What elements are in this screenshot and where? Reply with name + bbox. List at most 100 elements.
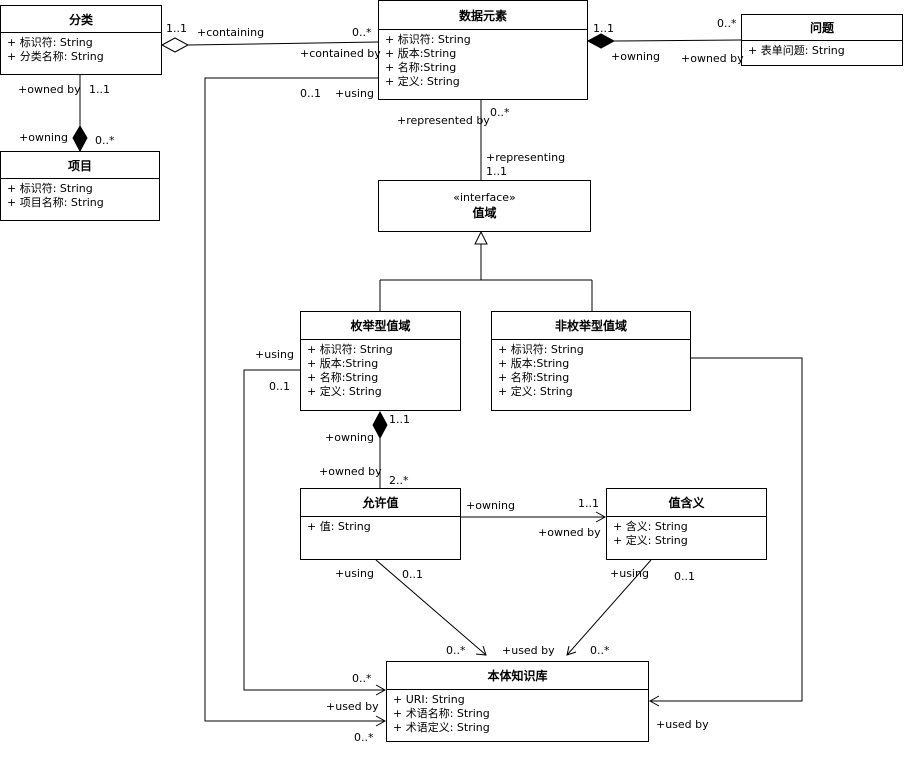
class-enum-domain[interactable]: 枚举型值域 + 标识符: String + 版本:String + 名称:Str… [300, 311, 461, 411]
class-value-meaning-attributes: + 含义: String + 定义: String [607, 517, 766, 551]
multiplicity-label: 0..1 [269, 380, 290, 393]
multiplicity-label: 1..1 [486, 165, 507, 178]
arrowhead-ontology-nonenum [648, 695, 660, 707]
multiplicity-label: 0..* [590, 644, 610, 657]
class-category[interactable]: 分类 + 标识符: String + 分类名称: String [0, 5, 162, 75]
attribute: + 标识符: String [307, 343, 393, 356]
attribute: + 标识符: String [7, 36, 93, 49]
role-label: +representing [486, 151, 566, 164]
class-category-name: 分类 [1, 6, 161, 33]
class-nonenum-domain[interactable]: 非枚举型值域 + 标识符: String + 版本:String + 名称:St… [491, 311, 691, 411]
class-question-attributes: + 表单问题: String [742, 41, 902, 61]
composition-diamond-data-element [586, 33, 616, 49]
attribute: + 定义: String [307, 385, 382, 398]
role-label: +using [335, 87, 374, 100]
attribute: + 定义: String [498, 385, 573, 398]
class-data-element[interactable]: 数据元素 + 标识符: String + 版本:String + 名称:Stri… [378, 0, 588, 100]
attribute: + 表单问题: String [748, 44, 845, 57]
multiplicity-label: 1..1 [389, 413, 410, 426]
arrowhead-ontology-enum [375, 684, 387, 696]
generalization-tree [379, 244, 593, 311]
role-label: +represented by [397, 114, 490, 127]
multiplicity-label: 0..* [352, 26, 372, 39]
class-item-name: 项目 [1, 152, 159, 179]
attribute: + 名称:String [498, 371, 570, 384]
multiplicity-label: 2..* [389, 474, 409, 487]
role-label: +containing [197, 26, 265, 39]
composition-diamond-enum [372, 410, 388, 440]
class-permissible-value-name: 允许值 [301, 489, 460, 517]
assoc-nonenum-ontology [651, 357, 803, 702]
multiplicity-label: 0..* [446, 644, 466, 657]
assoc-category-data-element [187, 41, 379, 46]
class-ontology[interactable]: 本体知识库 + URI: String + 术语名称: String + 术语定… [386, 661, 649, 742]
stereotype: «interface» [453, 191, 516, 204]
class-enum-domain-attributes: + 标识符: String + 版本:String + 名称:String + … [301, 340, 460, 402]
attribute: + 版本:String [307, 357, 379, 370]
role-label: +owning [611, 50, 660, 63]
class-ontology-attributes: + URI: String + 术语名称: String + 术语定义: Str… [387, 690, 648, 738]
class-nonenum-domain-name: 非枚举型值域 [492, 312, 690, 340]
class-value-meaning-name: 值含义 [607, 489, 766, 517]
role-label: +used by [326, 700, 379, 713]
role-label: +owned by [18, 83, 81, 96]
attribute: + 项目名称: String [7, 196, 104, 209]
attribute: + 标识符: String [385, 33, 471, 46]
class-value-domain[interactable]: «interface» 值域 [378, 180, 591, 232]
attribute: + 定义: String [385, 75, 460, 88]
class-permissible-value[interactable]: 允许值 + 值: String [300, 488, 461, 560]
role-label: +used by [502, 644, 555, 657]
class-question-name: 问题 [742, 15, 902, 41]
attribute: + 值: String [307, 520, 371, 533]
assoc-enum-ontology [243, 369, 384, 691]
assoc-meaning-ontology [566, 559, 652, 656]
attribute: + 版本:String [385, 47, 457, 60]
class-nonenum-domain-attributes: + 标识符: String + 版本:String + 名称:String + … [492, 340, 690, 402]
class-data-element-name: 数据元素 [379, 1, 587, 30]
class-data-element-attributes: + 标识符: String + 版本:String + 名称:String + … [379, 30, 587, 92]
role-label: +using [610, 567, 649, 580]
multiplicity-label: 0..* [490, 106, 510, 119]
multiplicity-label: 0..* [717, 17, 737, 30]
arrowhead-ontology-de [375, 715, 387, 727]
class-value-domain-name: 值域 [472, 206, 497, 220]
arrowhead-meaning [595, 511, 607, 523]
attribute: + 名称:String [385, 61, 457, 74]
multiplicity-label: 1..1 [166, 22, 187, 35]
class-enum-domain-name: 枚举型值域 [301, 312, 460, 340]
multiplicity-label: 0..* [352, 672, 372, 685]
role-label: +using [335, 567, 374, 580]
attribute: + URI: String [393, 693, 465, 706]
class-value-meaning[interactable]: 值含义 + 含义: String + 定义: String [606, 488, 767, 560]
attribute: + 标识符: String [7, 182, 93, 195]
attribute: + 术语名称: String [393, 707, 490, 720]
assoc-data-element-ontology [204, 77, 384, 722]
aggregation-diamond-category [160, 37, 190, 53]
class-item-attributes: + 标识符: String + 项目名称: String [1, 179, 159, 213]
class-permissible-value-attributes: + 值: String [301, 517, 460, 537]
class-ontology-name: 本体知识库 [387, 662, 648, 690]
assoc-data-element-question [613, 39, 742, 42]
class-question[interactable]: 问题 + 表单问题: String [741, 14, 903, 66]
generalization-triangle [474, 230, 488, 245]
role-label: +owning [466, 499, 515, 512]
attribute: + 含义: String [613, 520, 688, 533]
role-label: +used by [656, 718, 709, 731]
multiplicity-label: 0..1 [300, 87, 321, 100]
arrowhead-ontology-vm [566, 645, 577, 656]
role-label: +owning [325, 431, 374, 444]
attribute: + 定义: String [613, 534, 688, 547]
arrowhead-ontology-pv [475, 645, 487, 656]
composition-diamond-item [72, 125, 88, 153]
role-label: +owned by [681, 52, 744, 65]
attribute: + 名称:String [307, 371, 379, 384]
role-label: +contained by [300, 47, 381, 60]
role-label: +owned by [319, 465, 382, 478]
assoc-permissible-ontology [375, 559, 487, 656]
multiplicity-label: 1..1 [89, 83, 110, 96]
class-value-domain-header: «interface» 值域 [379, 181, 590, 231]
attribute: + 术语定义: String [393, 721, 490, 734]
multiplicity-label: 1..1 [593, 22, 614, 35]
class-item[interactable]: 项目 + 标识符: String + 项目名称: String [0, 151, 160, 221]
attribute: + 版本:String [498, 357, 570, 370]
